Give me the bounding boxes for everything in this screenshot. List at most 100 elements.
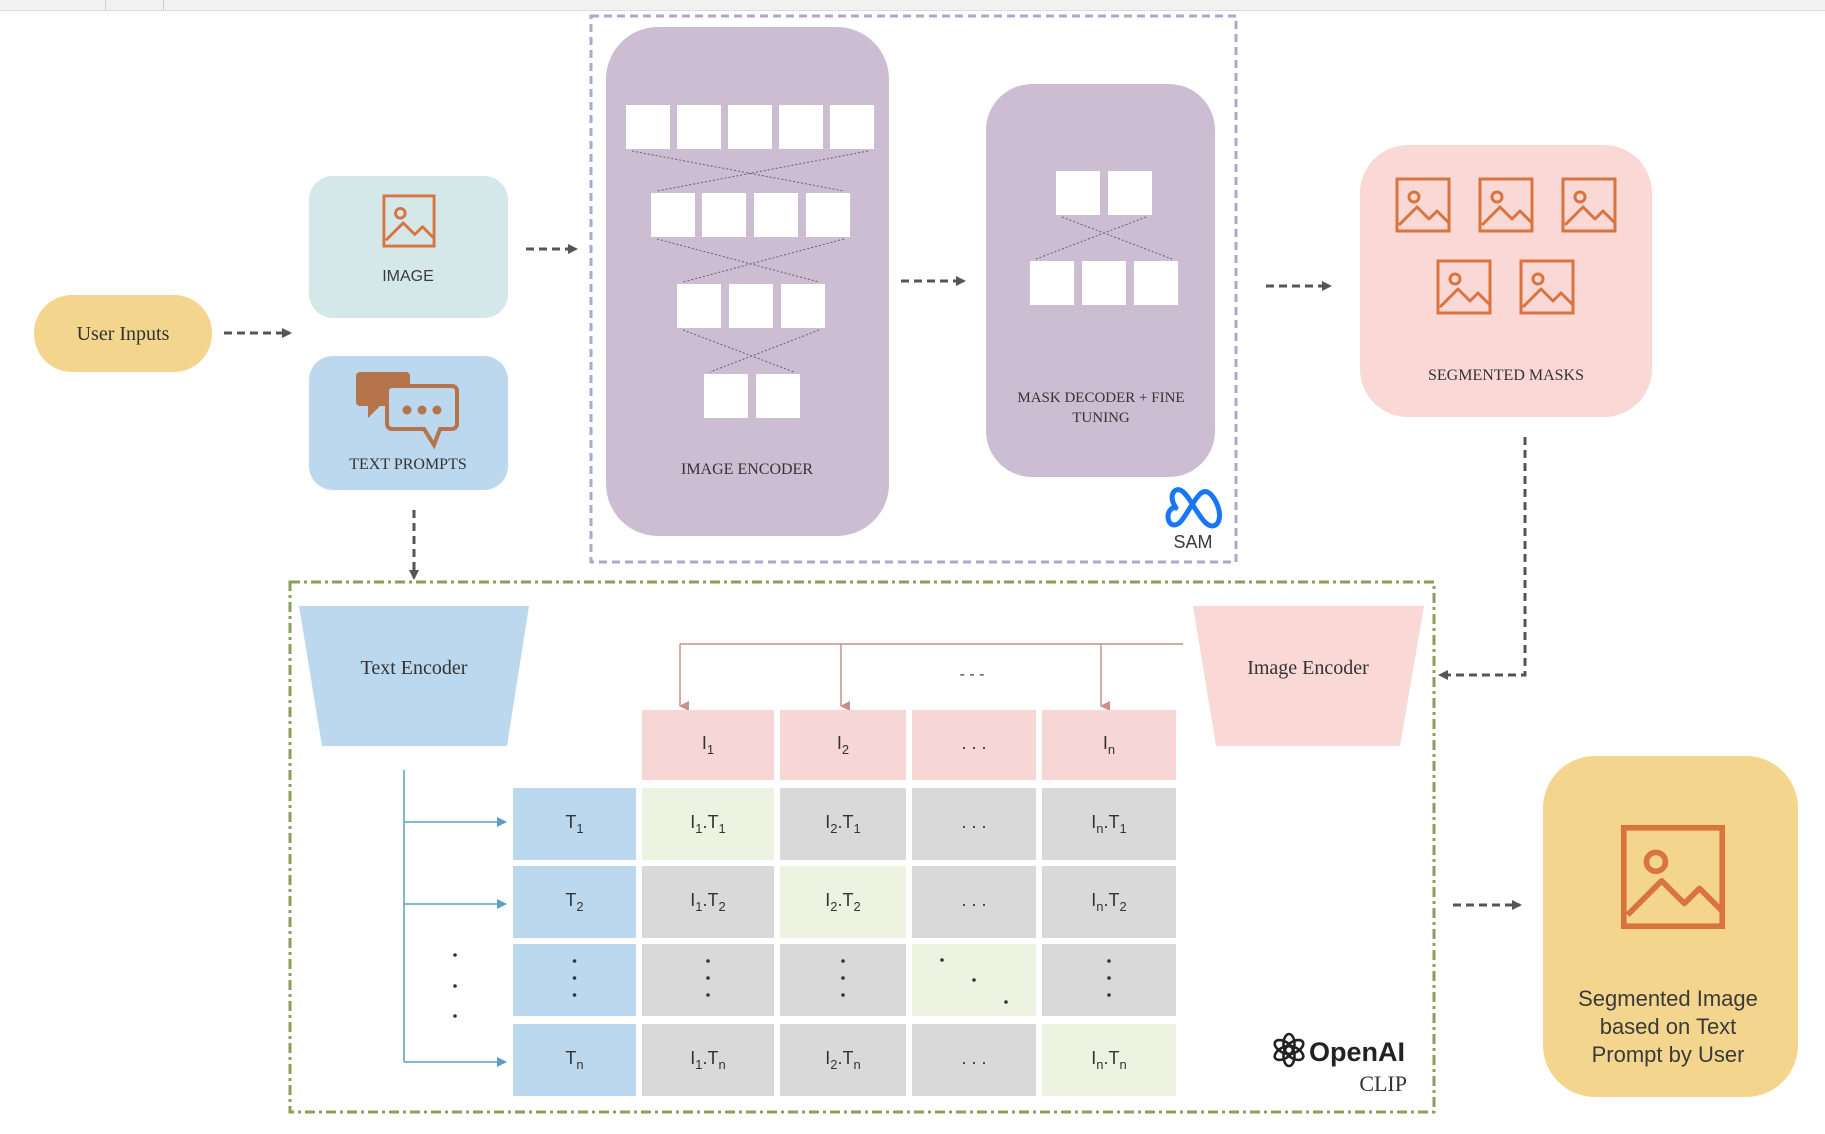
text-embedding-lines	[403, 770, 507, 1067]
layer-unit	[728, 105, 772, 149]
matrix-cell	[1042, 788, 1176, 860]
matrix-cell	[1042, 1024, 1176, 1096]
layer-unit	[729, 284, 773, 328]
layer-unit	[754, 193, 798, 237]
matrix-cell-value-dot	[841, 976, 845, 980]
matrix-cell-value: I1​.Tn​	[690, 1048, 725, 1072]
sam-label: SAM	[1173, 532, 1212, 552]
matrix-cell	[780, 788, 906, 860]
layer-unit	[677, 284, 721, 328]
matrix-cell	[1042, 866, 1176, 938]
matrix-row-label-dot	[572, 976, 577, 980]
output-label-line2: based on Text	[1600, 1014, 1737, 1039]
layer-unit	[1056, 171, 1100, 215]
matrix-cell	[780, 944, 906, 1016]
sam-frame	[589, 14, 1238, 564]
encoder-connections	[631, 150, 869, 373]
meta-logo-icon	[1165, 487, 1222, 529]
matrix-cell-value-dot	[706, 976, 710, 980]
top-toolbar-strip	[0, 0, 1825, 11]
user-inputs-box	[34, 295, 212, 372]
clip-text-encoder-label: Text Encoder	[361, 657, 468, 679]
decoder-layers	[1030, 171, 1178, 305]
clip-image-encoder	[1193, 606, 1424, 746]
matrix-header-cell	[1042, 710, 1176, 780]
matrix-cell-value: I2​.T2​	[825, 890, 860, 914]
matrix-cell-value: I1​.T2​	[690, 890, 725, 914]
matrix-cell	[912, 1024, 1036, 1096]
image-embedding-lines	[679, 643, 1183, 711]
matrix-cell-value: . . .	[961, 890, 986, 910]
arrow-masks-to-clip	[1438, 437, 1527, 680]
image-embedding-ellipsis: - - -	[960, 666, 985, 683]
clip-image-encoder-label: Image Encoder	[1247, 657, 1369, 679]
matrix-row-label: T2​	[565, 890, 583, 914]
matrix-cell-value: . . .	[961, 812, 986, 832]
layer-unit	[781, 284, 825, 328]
matrix-cell-value: In​.T2​	[1091, 890, 1126, 914]
matrix-row-label-cell	[513, 1024, 636, 1096]
matrix-row-label-dot	[572, 959, 577, 963]
matrix-cell	[912, 788, 1036, 860]
layer-unit	[704, 374, 748, 418]
layer-unit	[702, 193, 746, 237]
text-embedding-vertical-dots	[453, 953, 457, 1018]
matrix-cell	[642, 866, 774, 938]
layer-unit	[1082, 261, 1126, 305]
matrix-cell	[780, 1024, 906, 1096]
matrix-cell-value-dot	[706, 993, 710, 997]
matrix-row-label: T1​	[565, 812, 583, 836]
openai-logo-icon	[1273, 1032, 1305, 1068]
matrix-header-label: I2​	[837, 733, 849, 757]
layer-unit	[626, 105, 670, 149]
matrix-cell-value: I2​.Tn​	[825, 1048, 860, 1072]
matrix-diag-dot	[972, 978, 976, 982]
matrix-cell-value: I1​.T1​	[690, 812, 725, 836]
matrix-diag-dot	[1004, 1000, 1008, 1004]
matrix-header-label: . . .	[961, 733, 986, 753]
matrix-cell	[642, 1024, 774, 1096]
mask-decoder-label-line1: MASK DECODER + FINE	[1017, 390, 1184, 406]
user-inputs-label: User Inputs	[77, 323, 170, 345]
clip-label: CLIP	[1359, 1071, 1407, 1096]
matrix-cell-value-dot	[706, 959, 710, 963]
image-label: IMAGE	[382, 268, 434, 285]
layer-unit	[806, 193, 850, 237]
matrix-cell-value: In​.Tn​	[1091, 1048, 1126, 1072]
matrix-cell-value: . . .	[961, 1048, 986, 1068]
matrix-cell	[780, 866, 906, 938]
matrix-cell	[642, 944, 774, 1016]
layer-unit	[677, 105, 721, 149]
matrix-cell-value-dot	[841, 959, 845, 963]
openai-label: OpenAI	[1309, 1037, 1405, 1067]
matrix-cell-value-dot	[1107, 976, 1111, 980]
similarity-matrix: I1​I2​. . .In​T1​I1​.T1​I2​.T1​. . .In​.…	[513, 710, 1176, 1096]
layer-unit	[756, 374, 800, 418]
output-label-line1: Segmented Image	[1578, 986, 1758, 1011]
image-encoder-block	[606, 27, 889, 536]
matrix-header-cell	[912, 710, 1036, 780]
layer-unit	[1030, 261, 1074, 305]
mask-decoder-label-line2: TUNING	[1072, 410, 1130, 426]
matrix-row-label-cell	[513, 788, 636, 860]
matrix-cell	[1042, 944, 1176, 1016]
layer-unit	[1134, 261, 1178, 305]
image-encoder-label: IMAGE ENCODER	[681, 461, 813, 478]
chat-bubbles-icon	[356, 372, 459, 450]
matrix-header-cell	[642, 710, 774, 780]
text-prompts-label: TEXT PROMPTS	[349, 456, 467, 473]
matrix-cell-value: I2​.T1​	[825, 812, 860, 836]
matrix-row-label-cell	[513, 944, 636, 1016]
matrix-row-label-dot	[572, 993, 577, 997]
output-label-line3: Prompt by User	[1592, 1042, 1745, 1067]
layer-unit	[651, 193, 695, 237]
matrix-cell	[912, 866, 1036, 938]
matrix-cell-value: In​.T1​	[1091, 812, 1126, 836]
matrix-header-label: I1​	[702, 733, 714, 757]
matrix-cell-value-dot	[841, 993, 845, 997]
matrix-cell-value-dot	[1107, 959, 1111, 963]
matrix-row-label-cell	[513, 866, 636, 938]
layer-unit	[830, 105, 874, 149]
